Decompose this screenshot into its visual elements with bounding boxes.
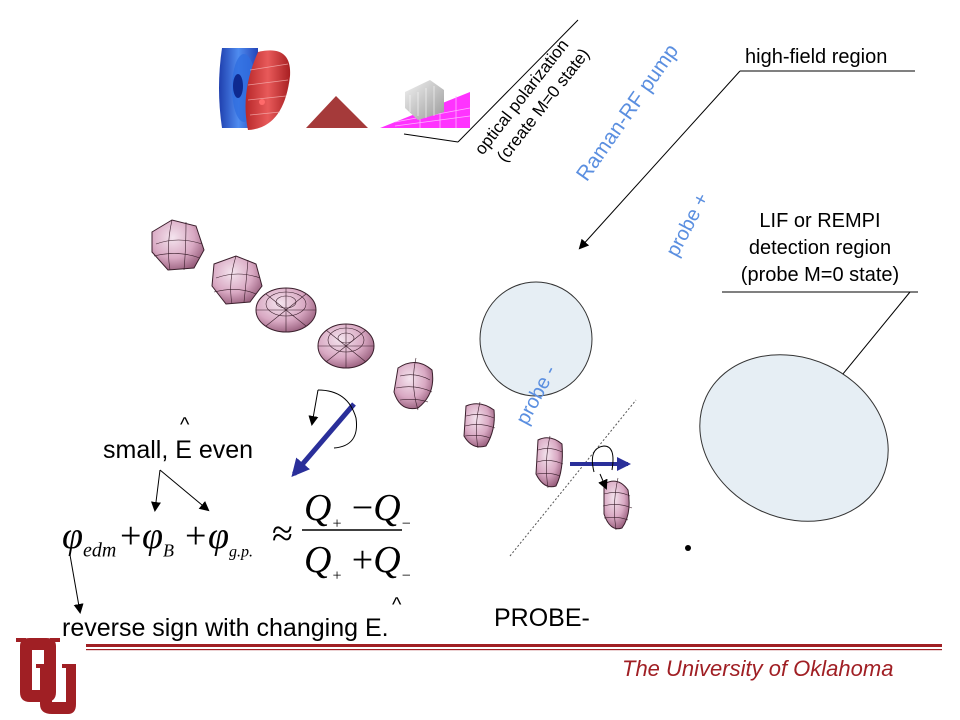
eq-plus: + (351, 539, 374, 581)
lif-line-2: detection region (748, 237, 892, 259)
hat-small-e: ^ (180, 414, 190, 436)
eq-denominator: Q+ +Q− (304, 538, 411, 586)
eq-sub-edm: edm (83, 539, 117, 562)
eq-phi-symbol: φ (62, 515, 84, 557)
eq-plus-2: + (185, 515, 207, 557)
ou-logo (16, 638, 76, 714)
eq-sub-plus: + (331, 567, 343, 585)
eq-sub-b: B (163, 540, 175, 561)
eq-sub-minus: − (400, 515, 412, 533)
rotation-curl-1-head (308, 389, 319, 426)
arrow-to-phi-gp (159, 469, 210, 512)
field-arrow-diagonal (291, 402, 356, 478)
orbital-3 (255, 287, 317, 333)
arrow-to-phi-b (151, 469, 161, 512)
orbital-8 (602, 477, 633, 531)
orbital-6 (463, 401, 496, 449)
optical-polarization-underline (457, 19, 579, 143)
rotation-curl-1 (317, 389, 358, 449)
orbital-shapes (151, 219, 633, 531)
rotation-curl-2 (591, 445, 614, 473)
reverse-sign-label: reverse sign with changing E. (62, 614, 389, 642)
rotation-curl-2-head (598, 473, 608, 490)
eq-phi-symbol: φ (142, 515, 164, 557)
eq-approx: ≈ (272, 513, 293, 555)
high-field-label: high-field region (745, 46, 888, 68)
eq-sub-minus: − (400, 567, 412, 585)
detection-region-ellipse (699, 354, 889, 522)
eq-q: Q (373, 487, 401, 529)
eq-phi-edm: φedm (62, 514, 116, 563)
lif-line-1: LIF or REMPI (759, 210, 881, 232)
university-name: The University of Oklahoma (622, 656, 894, 681)
optical-polarization-leader (403, 133, 459, 143)
high-field-ellipse (479, 281, 593, 397)
eq-q: Q (304, 487, 332, 529)
laser-beam-graphic (219, 48, 471, 130)
hat-reverse-e: ^ (392, 594, 402, 616)
eq-minus: − (351, 487, 374, 529)
eq-phi-symbol: φ (208, 515, 230, 557)
dashed-path-line (509, 399, 637, 557)
lif-line-3: (probe M=0 state) (740, 264, 900, 286)
eq-sub-plus: + (331, 515, 343, 533)
orbital-1 (151, 219, 205, 271)
rotation-arrows (291, 389, 631, 490)
equation-arrows (69, 469, 210, 614)
high-field-arrow (578, 70, 741, 250)
eq-plus-1: + (120, 515, 142, 557)
lif-detection-label: LIF or REMPI detection region (probe M=0… (720, 208, 920, 289)
dot-marker (685, 545, 691, 551)
eq-phi-gp: φg.p. (208, 514, 253, 562)
footer-rules (86, 644, 942, 651)
eq-q: Q (304, 539, 332, 581)
orbital-2 (211, 255, 263, 305)
eq-numerator: Q+ −Q− (304, 486, 411, 534)
orbital-5 (393, 357, 434, 411)
small-e-even-label: small, E even (103, 436, 254, 464)
orbital-7 (535, 435, 564, 489)
arrow-to-phi-edm (69, 554, 84, 614)
orbital-4 (317, 323, 375, 369)
eq-q: Q (373, 539, 401, 581)
eq-sub-gp: g.p. (229, 543, 254, 561)
eq-phi-b: φB (142, 514, 174, 562)
probe-minus-caps-label: PROBE- (494, 604, 590, 632)
